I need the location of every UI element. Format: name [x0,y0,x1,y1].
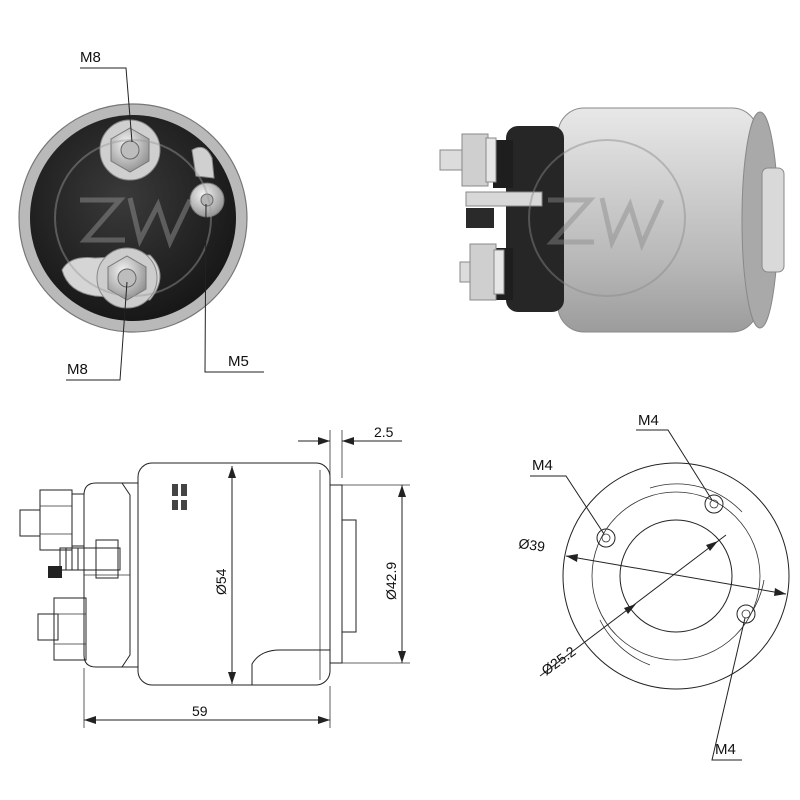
drawing-front-view: Ø39 Ø25.2 M4 M4 M4 [518,412,790,761]
label-top-terminal: M8 [80,49,101,66]
dim-bore-diameter: Ø25.2 [538,643,578,678]
small-tab-side [466,208,494,228]
upper-terminal-stud [120,140,140,160]
front-bore [619,519,733,633]
watermark-logo [54,139,212,297]
front-inner-ring [591,491,761,661]
small-terminal-tab [191,146,215,179]
dim-length: 59 [192,703,208,719]
drawing-boss [341,519,357,633]
label-bottom-terminal: M8 [67,361,88,378]
photo-end-view: M8 M8 M5 [18,49,264,381]
cap-terminal-block-top [493,140,513,188]
label-hole-top-left: M4 [532,457,553,474]
small-stud-side [465,191,543,207]
drawing-body [137,462,331,686]
hole-top-right [704,494,724,514]
dim-circle-diameter: Ø39 [518,535,547,555]
lower-nut-side [469,243,497,301]
label-small-terminal: M5 [228,353,249,370]
dim-flange-diameter: Ø42.9 [383,562,399,600]
body-end-plunger [761,167,785,273]
drawing-small-terminal [59,547,121,571]
photo-side-view [439,107,785,333]
drawing-flange [329,484,343,664]
small-terminal-stud [200,193,214,207]
drawing-side-view: Ø54 Ø42.9 2.5 59 [19,424,410,728]
front-outer-circle [562,462,790,690]
watermark-logo-side [528,139,686,297]
upper-washer-side [485,137,497,183]
hole-bottom [736,604,756,624]
dim-body-diameter: Ø54 [213,568,229,595]
label-hole-bottom: M4 [715,741,736,758]
dim-flange-offset: 2.5 [374,424,394,440]
hole-top-left [596,528,616,548]
upper-nut-side [461,133,489,187]
terminal-cap-side [506,126,564,312]
lower-washer-side [493,249,505,295]
label-hole-top-right: M4 [638,412,659,429]
